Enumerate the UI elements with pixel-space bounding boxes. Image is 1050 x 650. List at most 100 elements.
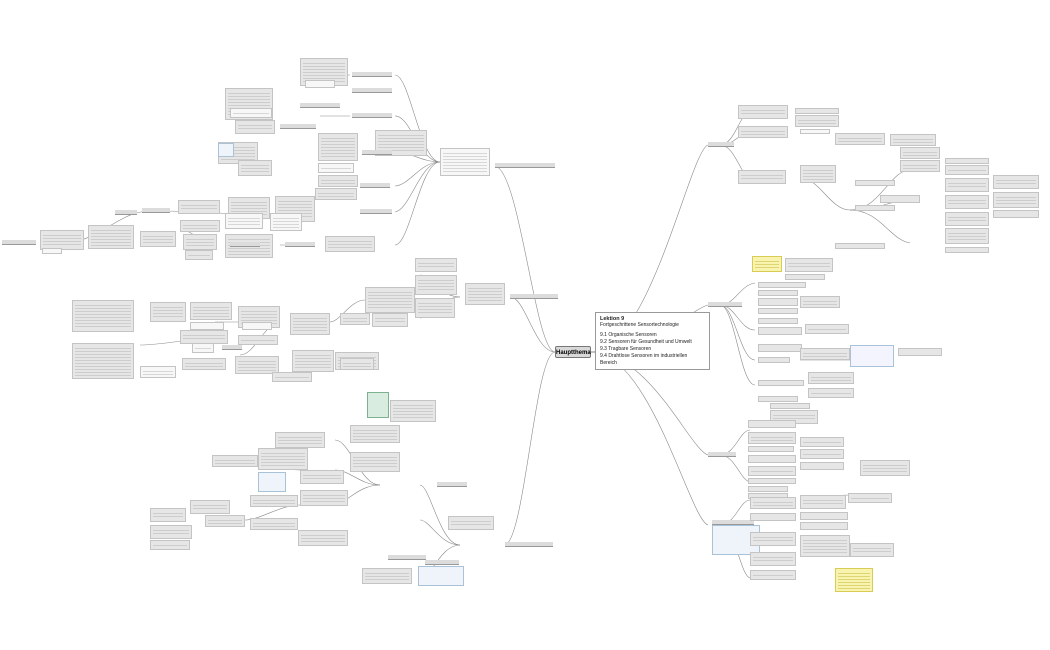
topic-node[interactable]: [848, 493, 892, 503]
topic-node[interactable]: [800, 129, 830, 134]
topic-node[interactable]: [800, 296, 840, 308]
topic-node[interactable]: [758, 308, 798, 314]
topic-node[interactable]: [758, 298, 798, 306]
topic-node[interactable]: [72, 300, 134, 332]
topic-node[interactable]: [880, 195, 920, 203]
topic-node[interactable]: [808, 372, 854, 384]
topic-label[interactable]: [300, 103, 340, 108]
topic-node[interactable]: [748, 478, 796, 484]
topic-node[interactable]: [238, 335, 278, 345]
topic-node[interactable]: [855, 180, 895, 186]
topic-node[interactable]: [805, 324, 849, 334]
highlight-note[interactable]: [752, 256, 782, 272]
branch-label-wearable[interactable]: [505, 542, 553, 547]
branch-label-intro[interactable]: [708, 142, 734, 147]
network-diagram[interactable]: [712, 525, 760, 555]
topic-node[interactable]: [325, 236, 375, 252]
topic-node[interactable]: [795, 115, 839, 127]
topic-label[interactable]: [352, 113, 392, 118]
branch-label-organic[interactable]: [495, 163, 555, 168]
topic-label[interactable]: [352, 88, 392, 93]
topic-node[interactable]: [350, 425, 400, 443]
topic-node[interactable]: [758, 396, 798, 402]
topic-node[interactable]: [300, 490, 348, 506]
topic-label[interactable]: [230, 242, 260, 247]
topic-node[interactable]: [235, 356, 279, 374]
topic-node[interactable]: [945, 158, 989, 164]
topic-label[interactable]: [360, 183, 390, 188]
topic-node[interactable]: [242, 322, 272, 330]
topic-node[interactable]: [898, 348, 942, 356]
topic-node[interactable]: [993, 192, 1039, 208]
topic-node[interactable]: [748, 420, 796, 428]
topic-label[interactable]: [712, 520, 754, 525]
topic-node[interactable]: [800, 348, 850, 360]
topic-node[interactable]: [190, 302, 232, 320]
topic-node[interactable]: [750, 552, 796, 566]
topic-node[interactable]: [993, 210, 1039, 218]
topic-node[interactable]: [205, 515, 245, 527]
topic-node[interactable]: [318, 133, 358, 161]
topic-node[interactable]: [945, 195, 989, 209]
topic-node[interactable]: [750, 513, 796, 521]
topic-node[interactable]: [190, 500, 230, 514]
topic-node[interactable]: [758, 282, 806, 288]
topic-node[interactable]: [180, 220, 220, 232]
topic-node[interactable]: [758, 344, 802, 352]
topic-node[interactable]: [372, 313, 408, 327]
topic-node[interactable]: [945, 178, 989, 192]
topic-node[interactable]: [140, 231, 176, 247]
topic-node[interactable]: [305, 80, 335, 88]
topic-node[interactable]: [292, 350, 334, 372]
topic-node[interactable]: [795, 108, 839, 114]
topic-node[interactable]: [362, 568, 412, 584]
topic-node[interactable]: [182, 358, 226, 370]
topic-node[interactable]: [993, 175, 1039, 189]
topic-node[interactable]: [350, 452, 400, 472]
topic-node[interactable]: [800, 535, 850, 557]
topic-node[interactable]: [250, 495, 298, 507]
topic-label[interactable]: [352, 72, 392, 77]
topic-node[interactable]: [415, 258, 457, 272]
lesson-overview[interactable]: Lektion 9 Fortgeschrittene Sensortechnol…: [595, 312, 710, 370]
topic-node[interactable]: [890, 134, 936, 146]
topic-node[interactable]: [750, 532, 796, 546]
topic-label[interactable]: [2, 240, 36, 245]
process-diagram[interactable]: [258, 472, 286, 492]
diagram-thumbnail[interactable]: [218, 143, 234, 157]
topic-node[interactable]: [230, 108, 272, 118]
topic-node[interactable]: [738, 170, 786, 184]
topic-node[interactable]: [785, 258, 833, 272]
topic-node[interactable]: [150, 525, 192, 539]
topic-node[interactable]: [72, 343, 134, 379]
topic-node[interactable]: [190, 322, 224, 330]
topic-node[interactable]: [758, 357, 790, 363]
topic-node[interactable]: [225, 213, 263, 229]
topic-node[interactable]: [150, 508, 186, 522]
topic-node[interactable]: [835, 243, 885, 249]
central-topic[interactable]: Hauptthema: [555, 346, 591, 358]
topic-node[interactable]: [275, 432, 325, 448]
topic-label[interactable]: [362, 150, 392, 155]
topic-node[interactable]: [900, 160, 940, 172]
topic-label[interactable]: [142, 208, 170, 213]
topic-node[interactable]: [800, 512, 848, 520]
topic-node[interactable]: [212, 455, 258, 467]
topic-node[interactable]: [180, 330, 228, 344]
topic-node[interactable]: [748, 466, 796, 476]
topic-node[interactable]: [945, 212, 989, 226]
topic-label[interactable]: [437, 482, 467, 487]
topic-node[interactable]: [945, 165, 989, 175]
topic-node[interactable]: [900, 147, 940, 159]
topic-node[interactable]: [183, 234, 217, 250]
topic-node[interactable]: [272, 372, 312, 382]
topic-node[interactable]: [250, 518, 298, 530]
topic-label[interactable]: [285, 242, 315, 247]
topic-node[interactable]: [855, 205, 895, 211]
topic-node[interactable]: [850, 543, 894, 557]
topic-node[interactable]: [800, 462, 844, 470]
topic-node[interactable]: [758, 290, 798, 296]
topic-node[interactable]: [318, 175, 358, 187]
topic-node[interactable]: [192, 343, 214, 353]
spectrum-chart[interactable]: [850, 345, 894, 367]
